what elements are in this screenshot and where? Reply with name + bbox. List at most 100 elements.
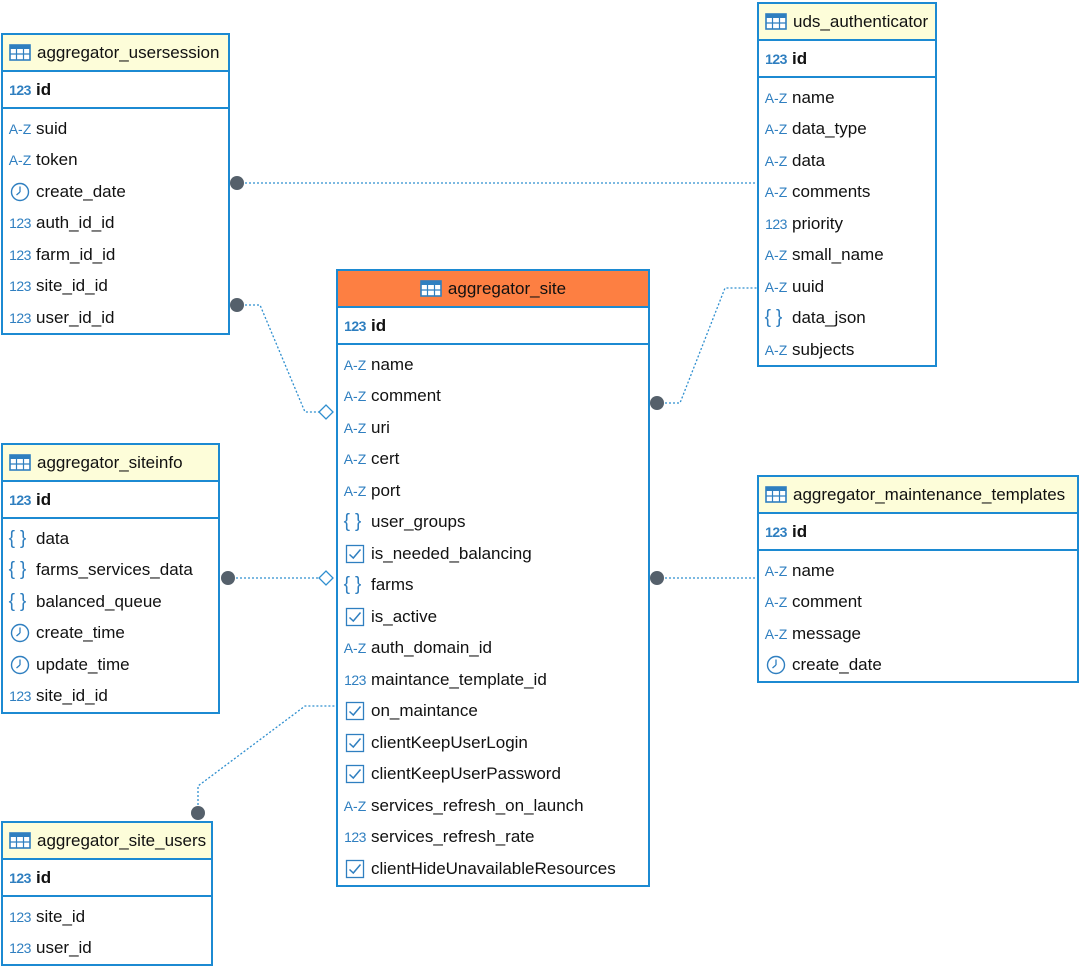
column-name: clientKeepUserPassword [371, 764, 561, 784]
number-type-icon: 123 [9, 869, 31, 886]
table-header[interactable]: aggregator_maintenance_templates [759, 477, 1077, 514]
column-row[interactable]: is_needed_balancing [338, 538, 648, 570]
table-header[interactable]: aggregator_usersession [3, 35, 228, 72]
column-row[interactable]: {}data [3, 523, 218, 555]
column-row[interactable]: update_time [3, 649, 218, 681]
column-row[interactable]: {}user_groups [338, 507, 648, 539]
relationship-link[interactable] [230, 298, 334, 420]
text-type-icon: A‑Z [764, 594, 788, 611]
column-row[interactable]: is_active [338, 601, 648, 633]
column-name: port [371, 480, 401, 500]
column-row[interactable]: {}balanced_queue [3, 586, 218, 618]
column-name: is_needed_balancing [371, 543, 532, 563]
number-type-icon: 123 [9, 81, 31, 98]
relationship-dot-end [230, 176, 244, 190]
table-icon [765, 13, 787, 30]
column-name: create_time [36, 623, 125, 643]
table-header[interactable]: uds_authenticator [759, 4, 935, 41]
column-row[interactable]: {}data_json [759, 303, 935, 335]
clock-icon [8, 623, 32, 643]
column-row[interactable]: clientKeepUserLogin [338, 727, 648, 759]
relationship-line [237, 304, 326, 413]
braces-icon: {} [8, 559, 32, 581]
column-name: farms_services_data [36, 560, 193, 580]
relationship-diamond-end [318, 404, 334, 420]
number-type-icon: 123 [9, 688, 31, 705]
column-row[interactable]: on_maintance [338, 696, 648, 728]
column-name: is_active [371, 606, 438, 626]
relationship-link[interactable] [221, 570, 334, 586]
table-header[interactable]: aggregator_site_users [3, 823, 211, 860]
column-name: id [792, 48, 808, 68]
table-icon [9, 454, 31, 471]
table-header[interactable]: aggregator_site [338, 271, 648, 308]
relationship-link[interactable] [230, 176, 757, 190]
column-name: subjects [792, 339, 855, 359]
table-header[interactable]: aggregator_siteinfo [3, 445, 218, 482]
column-row[interactable]: create_date [3, 176, 228, 208]
relationship-link[interactable] [650, 287, 757, 410]
column-row[interactable]: clientKeepUserPassword [338, 759, 648, 791]
column-row[interactable]: clientHideUnavailableResources [338, 853, 648, 885]
text-type-icon: A‑Z [343, 451, 367, 468]
number-type-icon: 123 [765, 523, 787, 540]
column-name: farm_id_id [36, 244, 116, 264]
column-row[interactable]: create_date [759, 650, 1077, 682]
text-type-icon: A‑Z [343, 419, 367, 436]
clock-icon [8, 655, 32, 675]
braces-icon: {} [8, 527, 32, 549]
table-name: aggregator_maintenance_templates [793, 484, 1066, 504]
column-row[interactable]: create_time [3, 618, 218, 650]
relationship-link[interactable] [650, 571, 757, 585]
column-row[interactable]: {}farms_services_data [3, 555, 218, 587]
column-row[interactable]: {}farms [338, 570, 648, 602]
relationship-link[interactable] [191, 705, 336, 820]
